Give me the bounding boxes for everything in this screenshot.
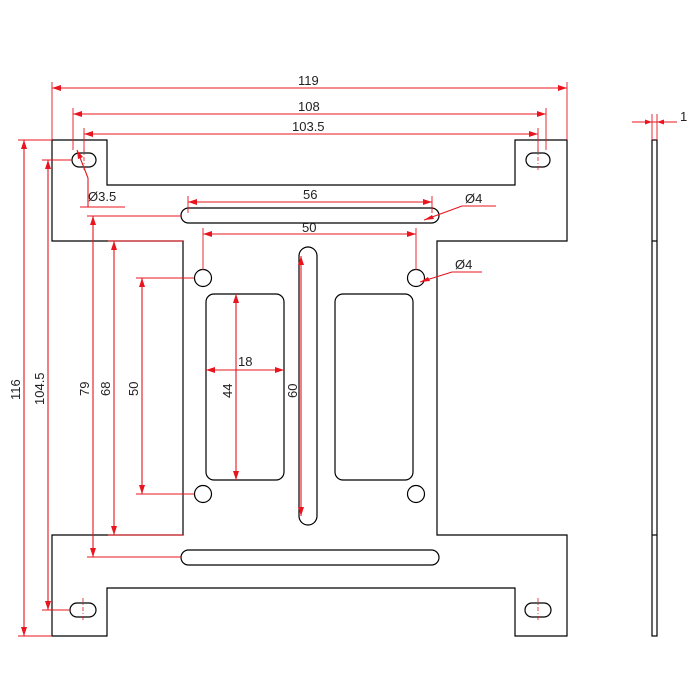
- arrowhead: [275, 367, 284, 373]
- dim-window-width: 18: [238, 354, 252, 369]
- dim-hole-vertical-spacing: 50: [126, 382, 141, 396]
- arrowhead: [423, 199, 432, 205]
- dim-thickness: 1: [680, 109, 687, 124]
- arrowhead: [645, 119, 652, 125]
- plate-side-view: 1: [632, 109, 687, 637]
- arrowhead: [111, 241, 117, 250]
- arrowhead: [233, 471, 239, 480]
- window-left: [205, 293, 285, 481]
- dim-hole-diameter: Ø4: [455, 257, 472, 272]
- arrowhead: [45, 160, 51, 169]
- arrowhead: [77, 150, 83, 159]
- arrowhead: [206, 367, 215, 373]
- dim-slot-diameter: Ø4: [465, 191, 482, 206]
- dim-overall-height: 116: [8, 379, 23, 400]
- window-right: [334, 293, 414, 481]
- arrowhead: [73, 111, 82, 117]
- arrowhead: [52, 85, 61, 91]
- dim-hole-spacing: 50: [302, 220, 316, 235]
- arrowhead: [45, 601, 51, 610]
- arrowhead: [203, 231, 212, 237]
- arrowhead: [298, 256, 304, 265]
- arrowhead: [537, 111, 546, 117]
- dimensions-left: 50 68 79 104.5 116: [8, 139, 194, 637]
- hole-bottom-left: [193, 484, 213, 504]
- dimensions-inner: 56 Ø4 50 Ø4 18 44 60: [187, 187, 496, 516]
- arrowhead: [21, 140, 27, 149]
- arrowhead: [657, 119, 664, 125]
- dimensions-top: 119 108 103.5 Ø3.5: [51, 73, 568, 208]
- arrowhead: [21, 627, 27, 636]
- dim-mount-slot-diameter: Ø3.5: [88, 189, 116, 204]
- arrowhead: [298, 507, 304, 516]
- arrowhead: [84, 131, 93, 137]
- dim-slot-center-height: 104.5: [32, 372, 47, 405]
- arrowhead: [139, 278, 145, 287]
- arrowhead: [424, 215, 434, 220]
- dim-top-slot-length: 56: [303, 187, 317, 202]
- dim-inner-height-79: 79: [77, 382, 92, 396]
- arrowhead: [139, 485, 145, 494]
- horizontal-slot-top: [180, 207, 440, 224]
- vertical-slot: [298, 246, 318, 526]
- arrowhead: [233, 294, 239, 303]
- side-view-outline: [651, 139, 658, 637]
- dim-overall-width: 119: [298, 73, 319, 88]
- arrowhead: [529, 131, 538, 137]
- arrowhead: [558, 85, 567, 91]
- arrowhead: [90, 216, 96, 225]
- dim-slot-inner-width: 103.5: [292, 119, 325, 134]
- arrowhead: [188, 199, 197, 205]
- arrowhead: [407, 231, 416, 237]
- arrowhead: [420, 277, 430, 282]
- arrowhead: [90, 548, 96, 557]
- horizontal-slot-bottom: [180, 549, 440, 566]
- dim-inner-height-68: 68: [98, 382, 113, 396]
- dim-window-height: 44: [220, 384, 235, 398]
- dim-slot-center-width: 108: [298, 99, 320, 114]
- arrowhead: [111, 526, 117, 535]
- hole-bottom-right: [406, 484, 426, 504]
- dim-vertical-slot-length: 60: [285, 384, 300, 398]
